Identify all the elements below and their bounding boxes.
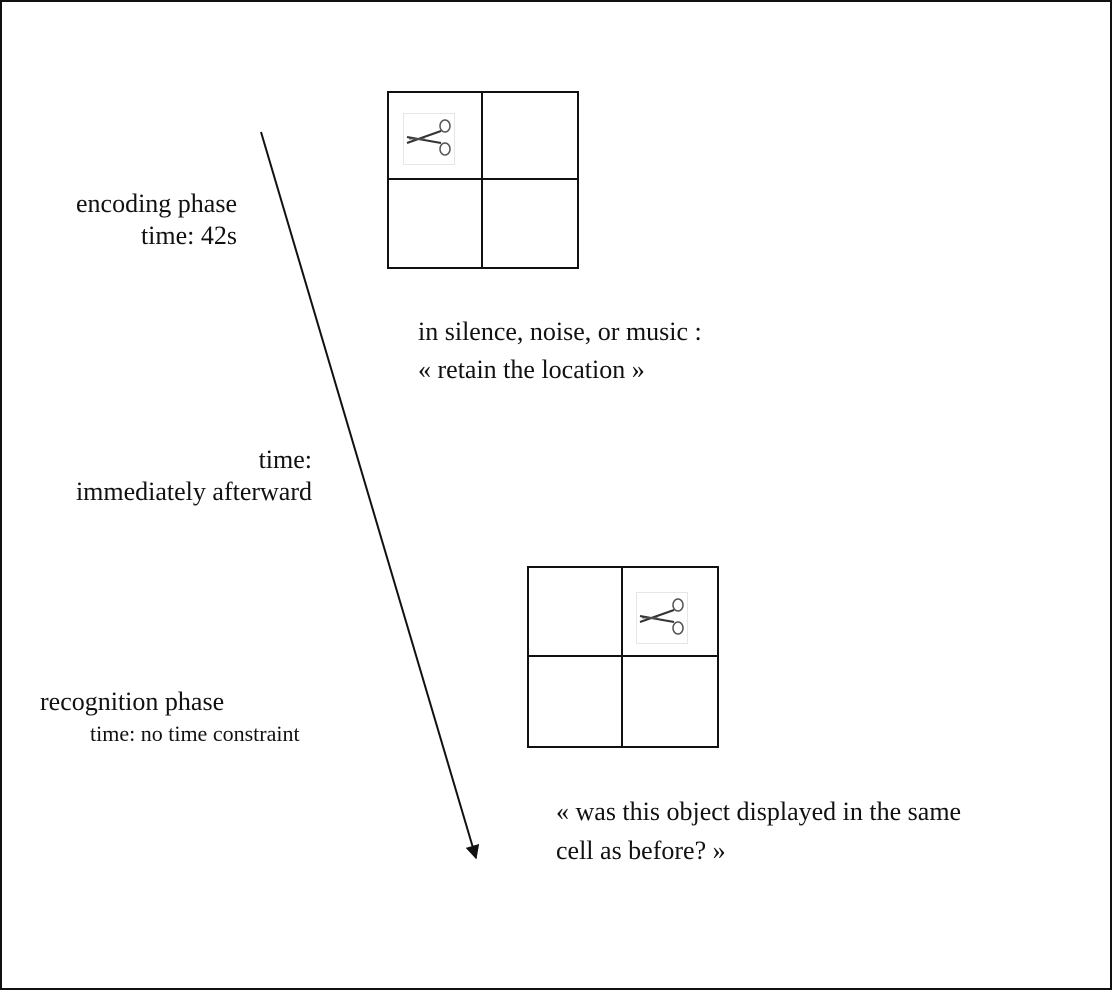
scissors-icon [636, 592, 688, 644]
encoding-instruction: in silence, noise, or music : « retain t… [418, 316, 702, 386]
encoding-grid [387, 91, 579, 269]
recognition-phase-title: recognition phase [40, 687, 225, 716]
recognition-grid [527, 566, 719, 748]
recognition-grid-cell [623, 568, 717, 657]
interval-time-value: immediately afterward [75, 477, 312, 506]
encoding-instruction-line1: in silence, noise, or music : [418, 317, 702, 346]
recognition-question-line1: « was this object displayed in the same [556, 797, 962, 826]
encoding-phase-label: encoding phase time: 42s [30, 188, 237, 252]
interval-label: time: immediately afterward [10, 444, 312, 508]
recognition-question-line2: cell as before? » [556, 836, 726, 865]
encoding-instruction-line2: « retain the location » [418, 355, 645, 384]
timeline-arrow-line [260, 131, 480, 860]
recognition-phase-label: recognition phase time: no time constrai… [40, 686, 300, 748]
encoding-grid-cell [389, 93, 483, 180]
encoding-grid-cell [389, 180, 483, 267]
encoding-grid-cell [483, 93, 577, 180]
scissors-icon [403, 113, 455, 165]
encoding-grid-cell [483, 180, 577, 267]
encoding-phase-title: encoding phase [75, 189, 237, 218]
recognition-question: « was this object displayed in the same … [556, 796, 961, 867]
recognition-phase-time: time: no time constraint [90, 721, 300, 746]
recognition-grid-cell [529, 657, 623, 746]
encoding-phase-time: time: 42s [140, 221, 237, 250]
recognition-grid-cell [623, 657, 717, 746]
interval-time-label: time: [258, 445, 312, 474]
recognition-grid-cell [529, 568, 623, 657]
